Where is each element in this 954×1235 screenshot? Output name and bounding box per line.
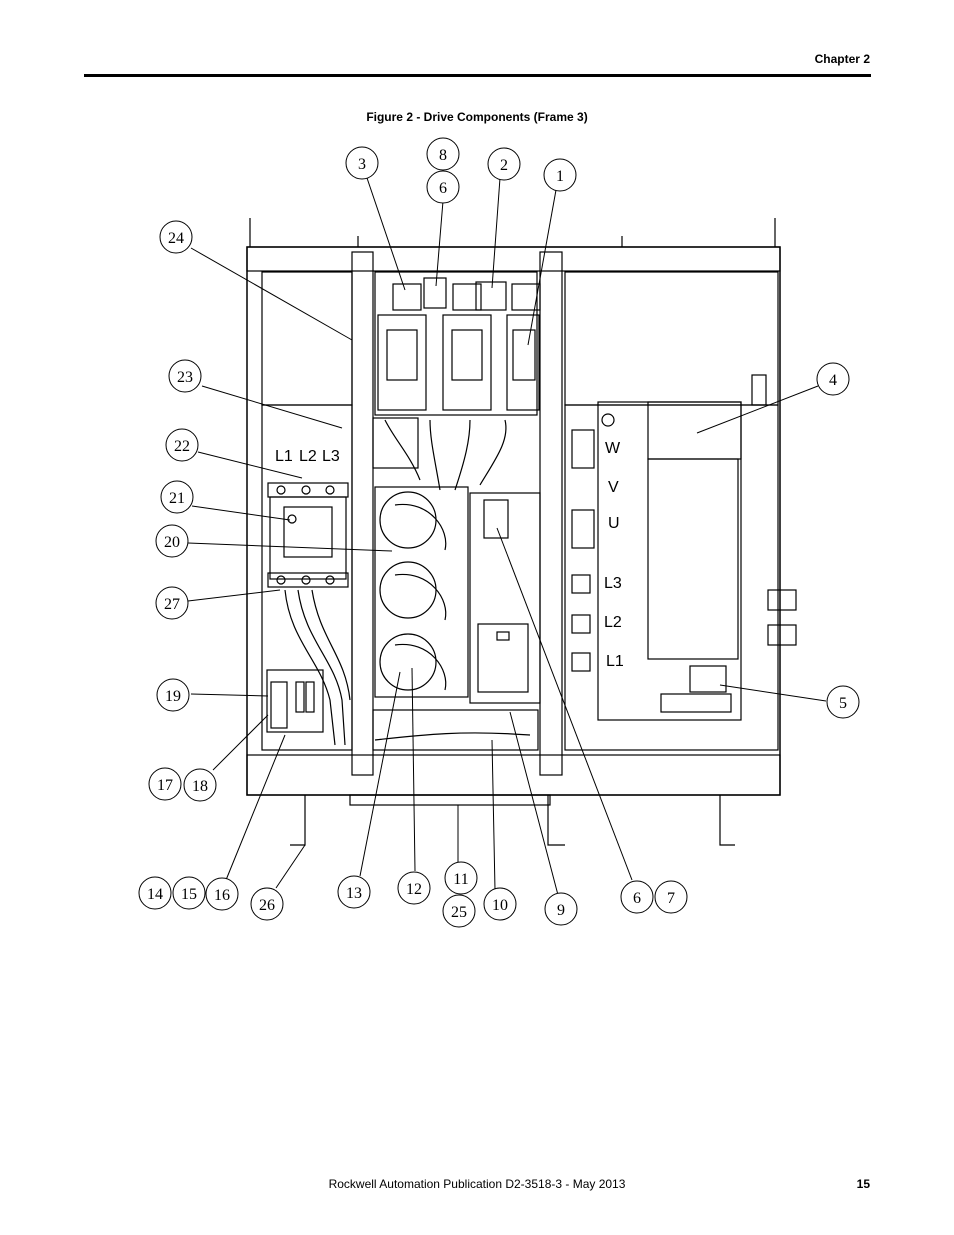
callout-24: 24 [168, 230, 184, 247]
terminal-out-l1-label: L1 [606, 653, 624, 670]
enclosure-frame [246, 246, 781, 796]
page-number: 15 [856, 1177, 870, 1191]
interface-module [477, 623, 529, 693]
left-post [351, 251, 374, 776]
contactor [269, 496, 347, 580]
figure-title: Figure 2 - Drive Components (Frame 3) [366, 110, 588, 124]
callout-21: 21 [169, 490, 185, 507]
callout-18: 18 [192, 778, 208, 795]
callout-4: 4 [829, 372, 837, 389]
terminal-w-label: W [605, 440, 621, 457]
terminal-l1-label: L1 [275, 448, 293, 465]
callout-19: 19 [165, 688, 181, 705]
thermistor-block [392, 283, 422, 311]
callout-10: 10 [492, 897, 508, 914]
header-rule [84, 74, 871, 77]
callout-8: 8 [439, 147, 447, 164]
callout-2: 2 [500, 157, 508, 174]
callout-6-bottom: 6 [633, 890, 641, 907]
terminal-l3-label: L3 [322, 448, 340, 465]
callout-7: 7 [667, 890, 675, 907]
callout-13: 13 [346, 885, 362, 902]
callout-22: 22 [174, 438, 190, 455]
callout-1: 1 [556, 168, 564, 185]
callout-17: 17 [157, 777, 173, 794]
callout-15: 15 [181, 886, 197, 903]
control-board [469, 492, 541, 704]
callout-23: 23 [177, 369, 193, 386]
callout-16: 16 [214, 887, 230, 904]
terminal-l2-label: L2 [299, 448, 317, 465]
terminal-v-label: V [608, 479, 619, 496]
callout-20: 20 [164, 534, 180, 551]
callout-6-top: 6 [439, 180, 447, 197]
callout-25: 25 [451, 904, 467, 921]
callout-26: 26 [259, 897, 275, 914]
chapter-label: Chapter 2 [814, 52, 870, 66]
terminal-out-l2-label: L2 [604, 614, 622, 631]
footer-publication: Rockwell Automation Publication D2-3518-… [328, 1177, 626, 1191]
terminal-u-label: U [608, 515, 620, 532]
center-post [539, 251, 563, 776]
bus-capacitor-assembly [374, 486, 469, 698]
callout-12: 12 [406, 881, 422, 898]
callout-5: 5 [839, 695, 847, 712]
callout-27: 27 [164, 596, 180, 613]
callout-14: 14 [147, 886, 163, 903]
callout-3: 3 [358, 156, 366, 173]
fuse-block [266, 669, 324, 733]
terminal-out-l3-label: L3 [604, 575, 622, 592]
callout-9: 9 [557, 902, 565, 919]
callout-11: 11 [453, 871, 468, 888]
